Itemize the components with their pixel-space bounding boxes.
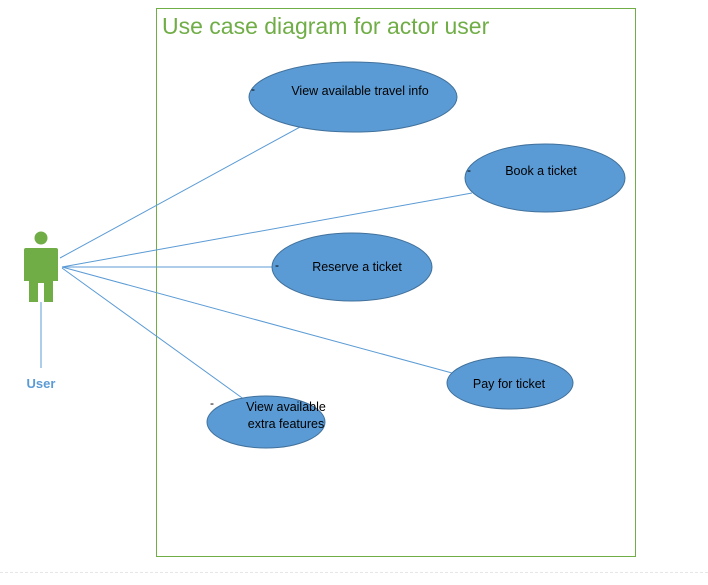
association-line [59,126,301,259]
association-line [61,192,473,268]
use-case-ellipse [248,61,458,133]
use-case-pay-ticket: Pay for ticket [446,356,574,410]
use-case-marker: - [251,82,255,96]
use-case-label-line-2: extra features [248,417,324,431]
use-case-view-extra-features: - View available extra features [206,395,326,449]
use-case-label: Reserve a ticket [312,260,402,274]
associations [59,126,473,401]
use-case-ellipse [446,356,574,410]
use-case-view-travel-info: - View available travel info [248,61,458,133]
use-case-ellipse [271,232,433,302]
system-boundary [156,8,636,557]
use-case-marker: - [210,396,214,410]
page-edge-divider [0,572,708,573]
user-actor: User [24,231,58,391]
use-case-label: Pay for ticket [473,377,546,391]
actor-label: User [27,376,56,391]
use-case-label: View available travel info [291,84,428,98]
association-line [61,266,453,374]
actor-body [24,248,58,302]
use-case-label-line-1: View available [246,400,326,414]
association-line [61,267,246,401]
use-cases: - View available travel info - Book a ti… [206,61,626,449]
use-case-label: Book a ticket [505,164,577,178]
use-case-ellipse [206,395,326,449]
diagram-title: Use case diagram for actor user [162,13,490,39]
use-case-marker: - [275,258,279,272]
use-case-ellipse [464,143,626,213]
use-case-marker: - [467,163,471,177]
use-case-reserve-ticket: - Reserve a ticket [271,232,433,302]
use-case-book-ticket: - Book a ticket [464,143,626,213]
actor-head [34,231,48,245]
